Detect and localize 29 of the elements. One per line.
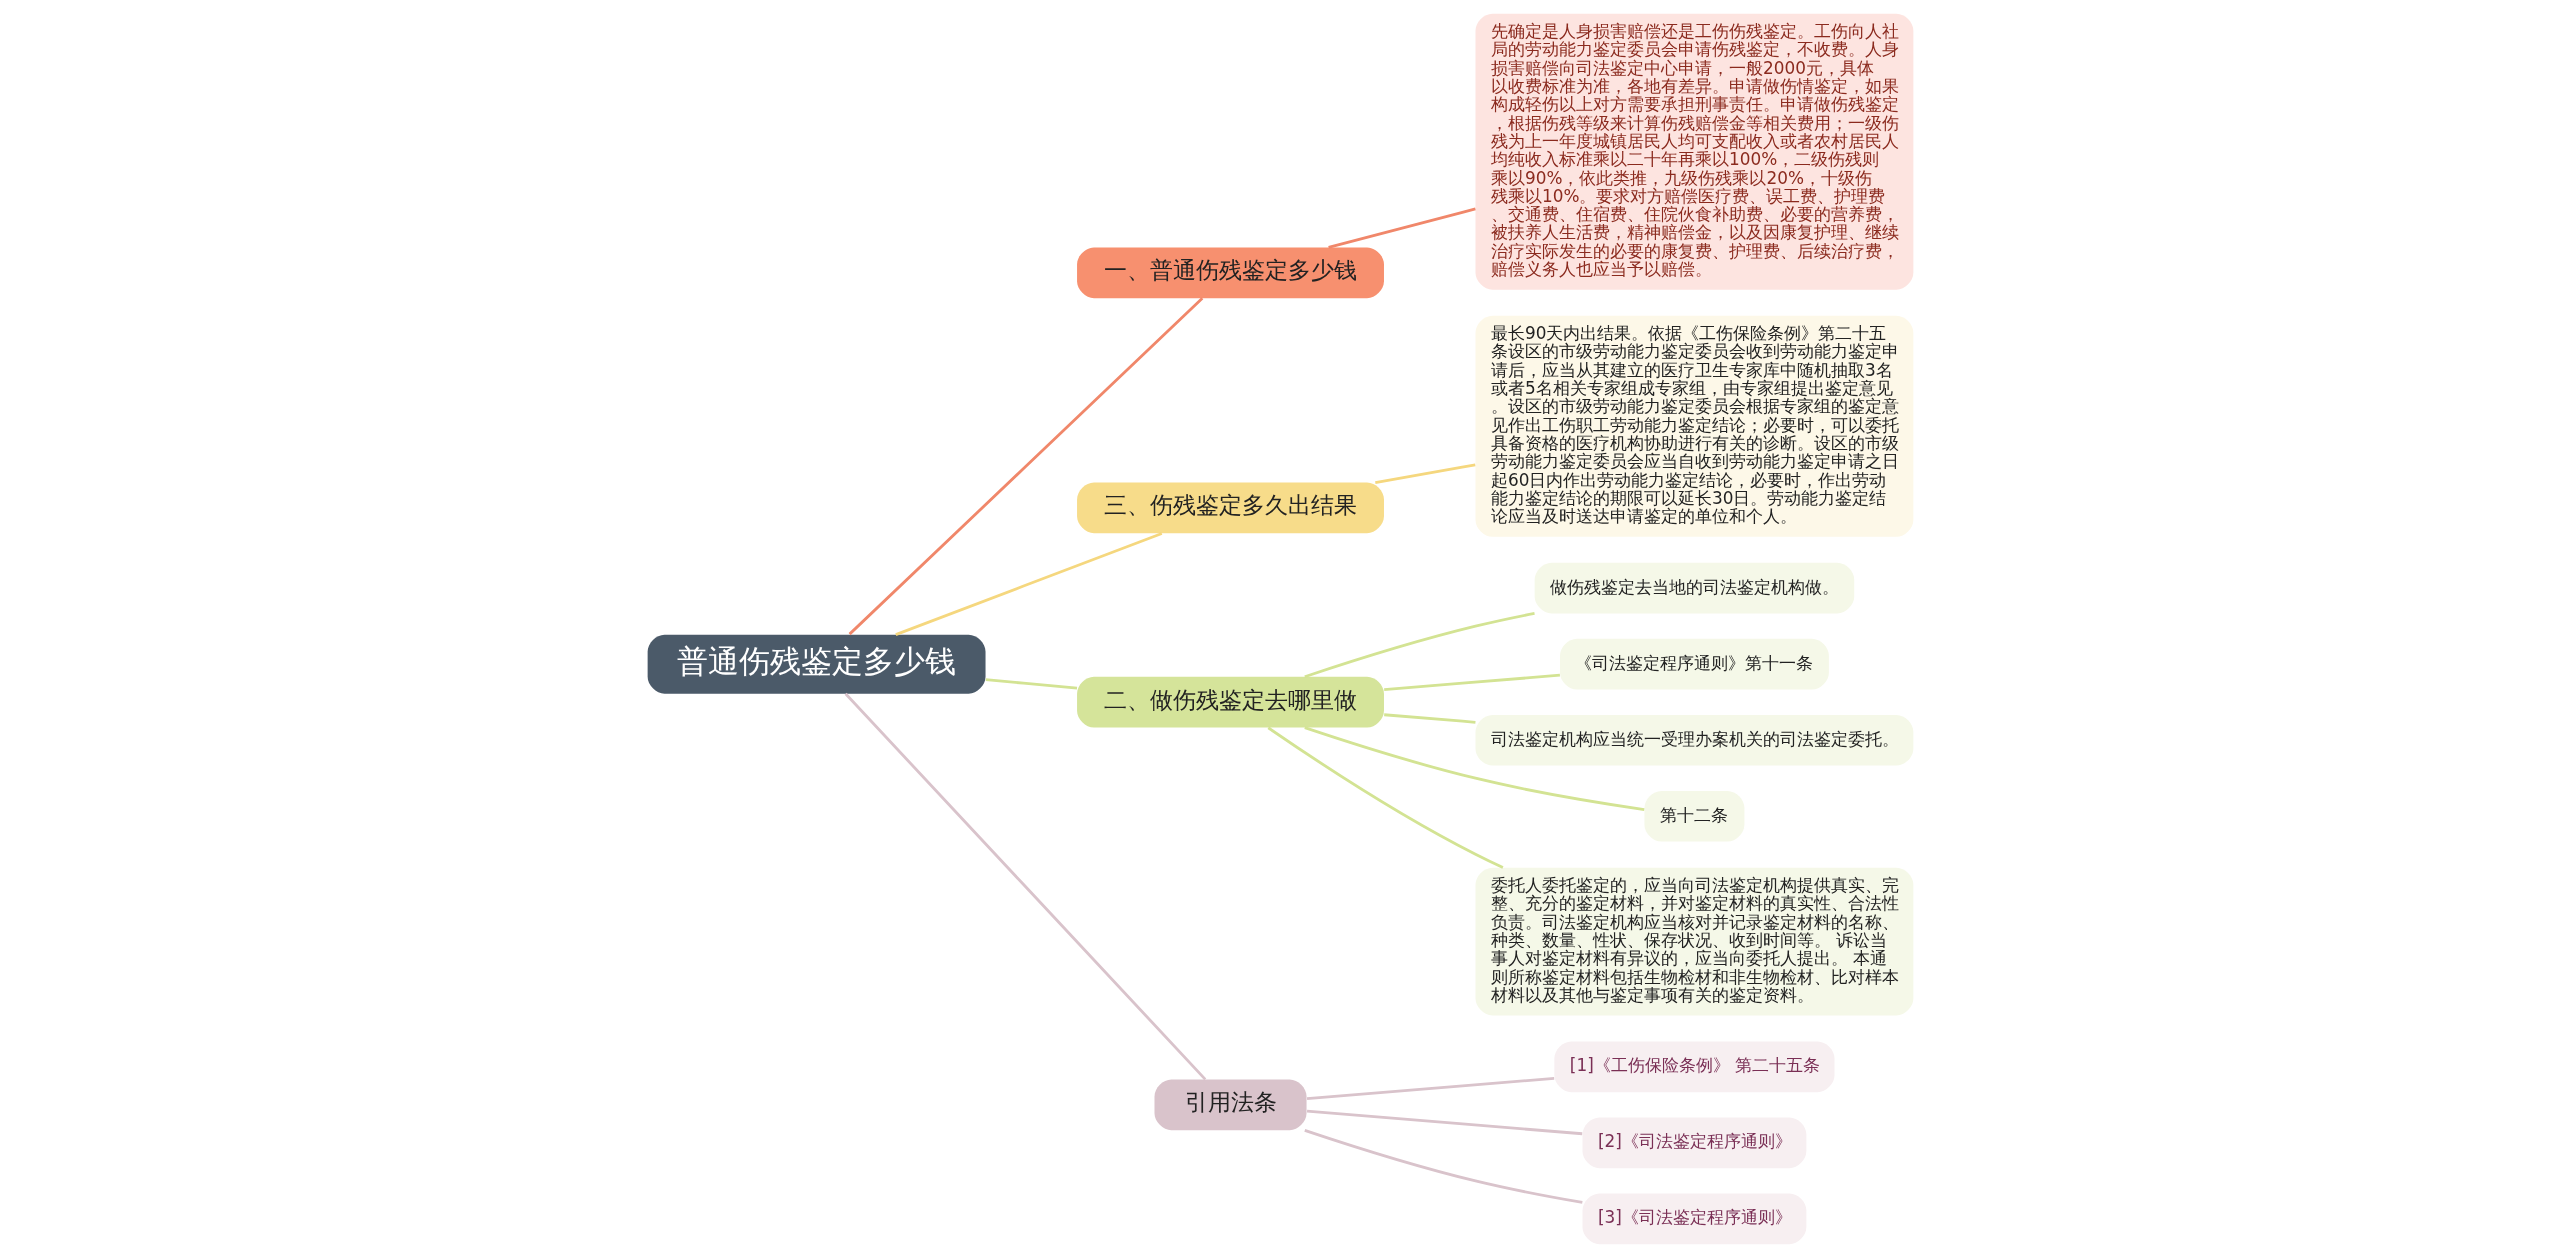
- node-box: 司法鉴定机构应当统一受理办案机关的司法鉴定委托。: [1475, 714, 1913, 766]
- node-box: 委托人委托鉴定的，应当向司法鉴定机构提供真实、完整、充分的鉴定材料，并对鉴定材料的真实性、合法性负责。司法鉴定机构应当核对并记录鉴定材料的名称、种类、数量、性状、保存状况、收到时间等。 诉讼当事人对鉴定材料有异议的，应当向委托人提出。 本通则所称鉴定材料包括生物检材和非生物检材、比对样本材料以及其他与鉴定事项有关的鉴定资料。: [1475, 867, 1913, 1016]
- connector: [1303, 612, 1535, 679]
- connector: [1303, 1129, 1583, 1204]
- node-box: 普通伤残鉴定多少钱: [647, 634, 986, 694]
- connector: [985, 678, 1077, 690]
- node-box: 三、伤残鉴定多久出结果: [1076, 482, 1384, 534]
- node-box: [2]《司法鉴定程序通则》: [1582, 1117, 1806, 1169]
- connector: [894, 532, 1162, 636]
- node-box: 二、做伤残鉴定去哪里做: [1076, 676, 1384, 728]
- connector: [1327, 207, 1476, 249]
- connector: [1374, 463, 1475, 484]
- node-box: [3]《司法鉴定程序通则》: [1582, 1193, 1806, 1245]
- connector: [1303, 726, 1644, 811]
- node-box: 最长90天内出结果。依据《工伤保险条例》第二十五条设区的市级劳动能力鉴定委员会收到劳动能力鉴定申请后，应当从其建立的医疗卫生专家库中随机抽取3名或者5名相关专家组成专家组，由专家组提出鉴定意见。设区的市级劳动能力鉴定委员会根据专家组的鉴定意见作出工伤职工劳动能力鉴定结论；必要时，可以委托具备资格的医疗机构协助进行有关的诊断。设区的市级劳动能力鉴定委员会应当自收到劳动能力鉴定申请之日起60日内作出劳动能力鉴定结论，必要时，作出劳动能力鉴定结论的期限可以延长30日。劳动能力鉴定结论应当及时送达申请鉴定的单位和个人。: [1475, 315, 1913, 537]
- node-box: 《司法鉴定程序通则》第十一条: [1559, 638, 1829, 690]
- connector: [1306, 1109, 1582, 1136]
- connector: [1383, 673, 1560, 692]
- node-box: 先确定是人身损害赔偿还是工伤伤残鉴定。工伤向人社局的劳动能力鉴定委员会申请伤残鉴定，不收费。人身损害赔偿向司法鉴定中心申请，一般2000元，具体以收费标准为准，各地有差异。申请做伤情鉴定，如果构成轻伤以上对方需要承担刑事责任。申请做伤残鉴定，根据伤残等级来计算伤残赔偿金等相关费用；一级伤残为上一年度城镇居民人均可支配收入或者农村居民人均纯收入标准乘以二十年再乘以100%，二级伤残则乘以90%，依此类推，九级伤残乘以20%，十级伤残乘以10%。要求对方赔偿医疗费、误工费、护理费、交通费、住宿费、住院伙食补助费、必要的营养费，被扶养人生活费，精神赔偿金，以及因康复护理、继续治疗实际发生的必要的康复费、护理费、后续治疗费，赔偿义务人也应当予以赔偿。: [1475, 13, 1913, 290]
- node-box: [1]《工伤保险条例》 第二十五条: [1553, 1041, 1834, 1093]
- connector: [844, 692, 1206, 1081]
- connector: [1306, 1076, 1554, 1101]
- node-box: 一、普通伤残鉴定多少钱: [1076, 247, 1384, 299]
- node-box: 引用法条: [1154, 1079, 1307, 1131]
- connector: [1383, 713, 1476, 724]
- connector: [848, 297, 1203, 636]
- node-box: 做伤残鉴定去当地的司法鉴定机构做。: [1534, 562, 1854, 614]
- connector: [1267, 726, 1503, 869]
- node-box: 第十二条: [1643, 790, 1744, 842]
